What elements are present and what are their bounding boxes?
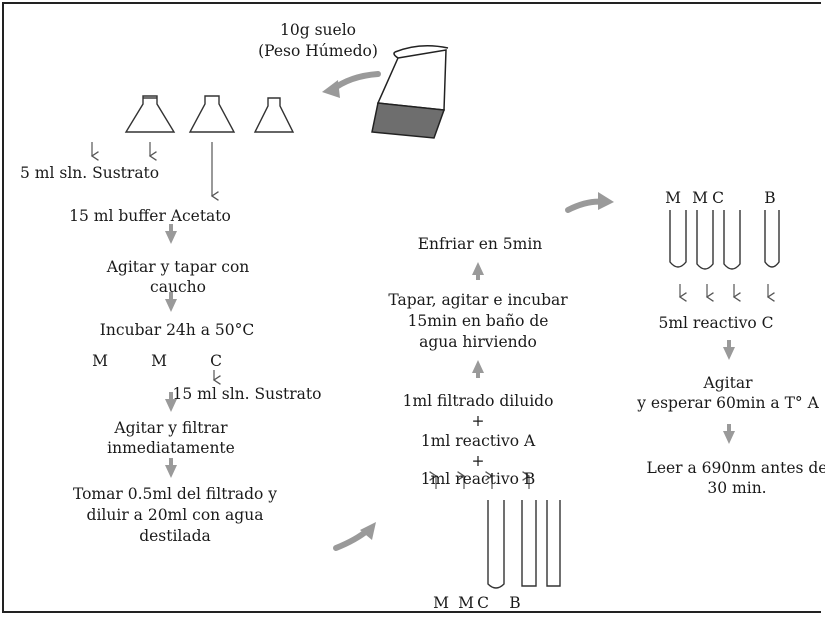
step-substrate-2: 15 ml sln. Sustrato — [172, 385, 322, 403]
thin-arrows-flasks — [90, 142, 219, 201]
step-shake-line1: Agitar y tapar con — [106, 258, 250, 276]
step-boil-line1: Tapar, agitar e incubar — [388, 291, 568, 309]
step-dilute-line2: diluir a 20ml con agua — [86, 506, 264, 524]
step-mix-line2: 1ml reactivo A — [420, 432, 536, 450]
step-boil-line2: 15min en baño de — [407, 312, 549, 330]
step-filter-line1: Agitar y filtrar — [114, 419, 228, 437]
up-arrow-icon — [472, 262, 484, 378]
tube-label-b: B — [764, 189, 776, 207]
thin-arrows-down-right — [678, 284, 775, 302]
flask-label-m1: M — [92, 352, 108, 370]
step-shake-line2: caucho — [150, 278, 206, 296]
down-arrow-icon — [723, 340, 735, 444]
tube-label-m1: M — [433, 594, 449, 612]
step-buffer: 15 ml buffer Acetato — [69, 207, 231, 225]
step-substrate: 5 ml sln. Sustrato — [20, 164, 160, 182]
flask-icon — [188, 95, 236, 133]
tube-label-c: C — [712, 189, 724, 207]
thin-arrows-up — [429, 471, 531, 489]
tube-label-m2: M — [692, 189, 708, 207]
tube-label-b: B — [509, 594, 521, 612]
step-mix-plus2: + — [471, 452, 485, 470]
step-dilute-line1: Tomar 0.5ml del filtrado y — [72, 485, 278, 503]
step-filter-line2: inmediatamente — [107, 439, 235, 457]
soil-bag-icon — [371, 45, 449, 139]
tube-label-m1: M — [665, 189, 681, 207]
test-tube-icon — [669, 210, 780, 270]
tube-label-m2: M — [458, 594, 474, 612]
test-tube-icon — [487, 500, 561, 589]
down-arrow-icon — [165, 224, 177, 478]
step-read-line2: 30 min. — [707, 479, 767, 497]
flask-label-m2: M — [151, 352, 167, 370]
step-mix-line3: 1ml reactivo B — [420, 470, 536, 488]
curved-arrow-head — [322, 80, 340, 98]
flask-icon — [124, 95, 176, 133]
step-wait-line2: y esperar 60min a T° A — [637, 394, 819, 412]
step-boil-line3: agua hirviendo — [419, 333, 537, 351]
curved-arrow-soil-to-flasks — [329, 71, 381, 93]
step-reagent-c: 5ml reactivo C — [658, 314, 774, 332]
step-wait-line1: Agitar — [703, 374, 753, 392]
step-mix-line1: 1ml filtrado diluido — [402, 392, 554, 410]
tube-label-c: C — [477, 594, 489, 612]
step-read-line1: Leer a 690nm antes de — [646, 459, 825, 477]
curved-arrow-head — [598, 192, 614, 210]
soil-label-line2: (Peso Húmedo) — [258, 42, 378, 60]
step-mix-plus1: + — [471, 412, 485, 430]
flask-label-c: C — [210, 352, 222, 370]
step-dilute-line3: destilada — [139, 527, 211, 545]
curved-arrow-left-to-middle — [333, 527, 371, 551]
flask-icon — [253, 97, 295, 133]
soil-label-line1: 10g suelo — [280, 21, 356, 39]
curved-arrow-head — [360, 522, 376, 540]
step-cool: Enfriar en 5min — [417, 235, 543, 253]
step-incubate: Incubar 24h a 50°C — [99, 321, 255, 339]
